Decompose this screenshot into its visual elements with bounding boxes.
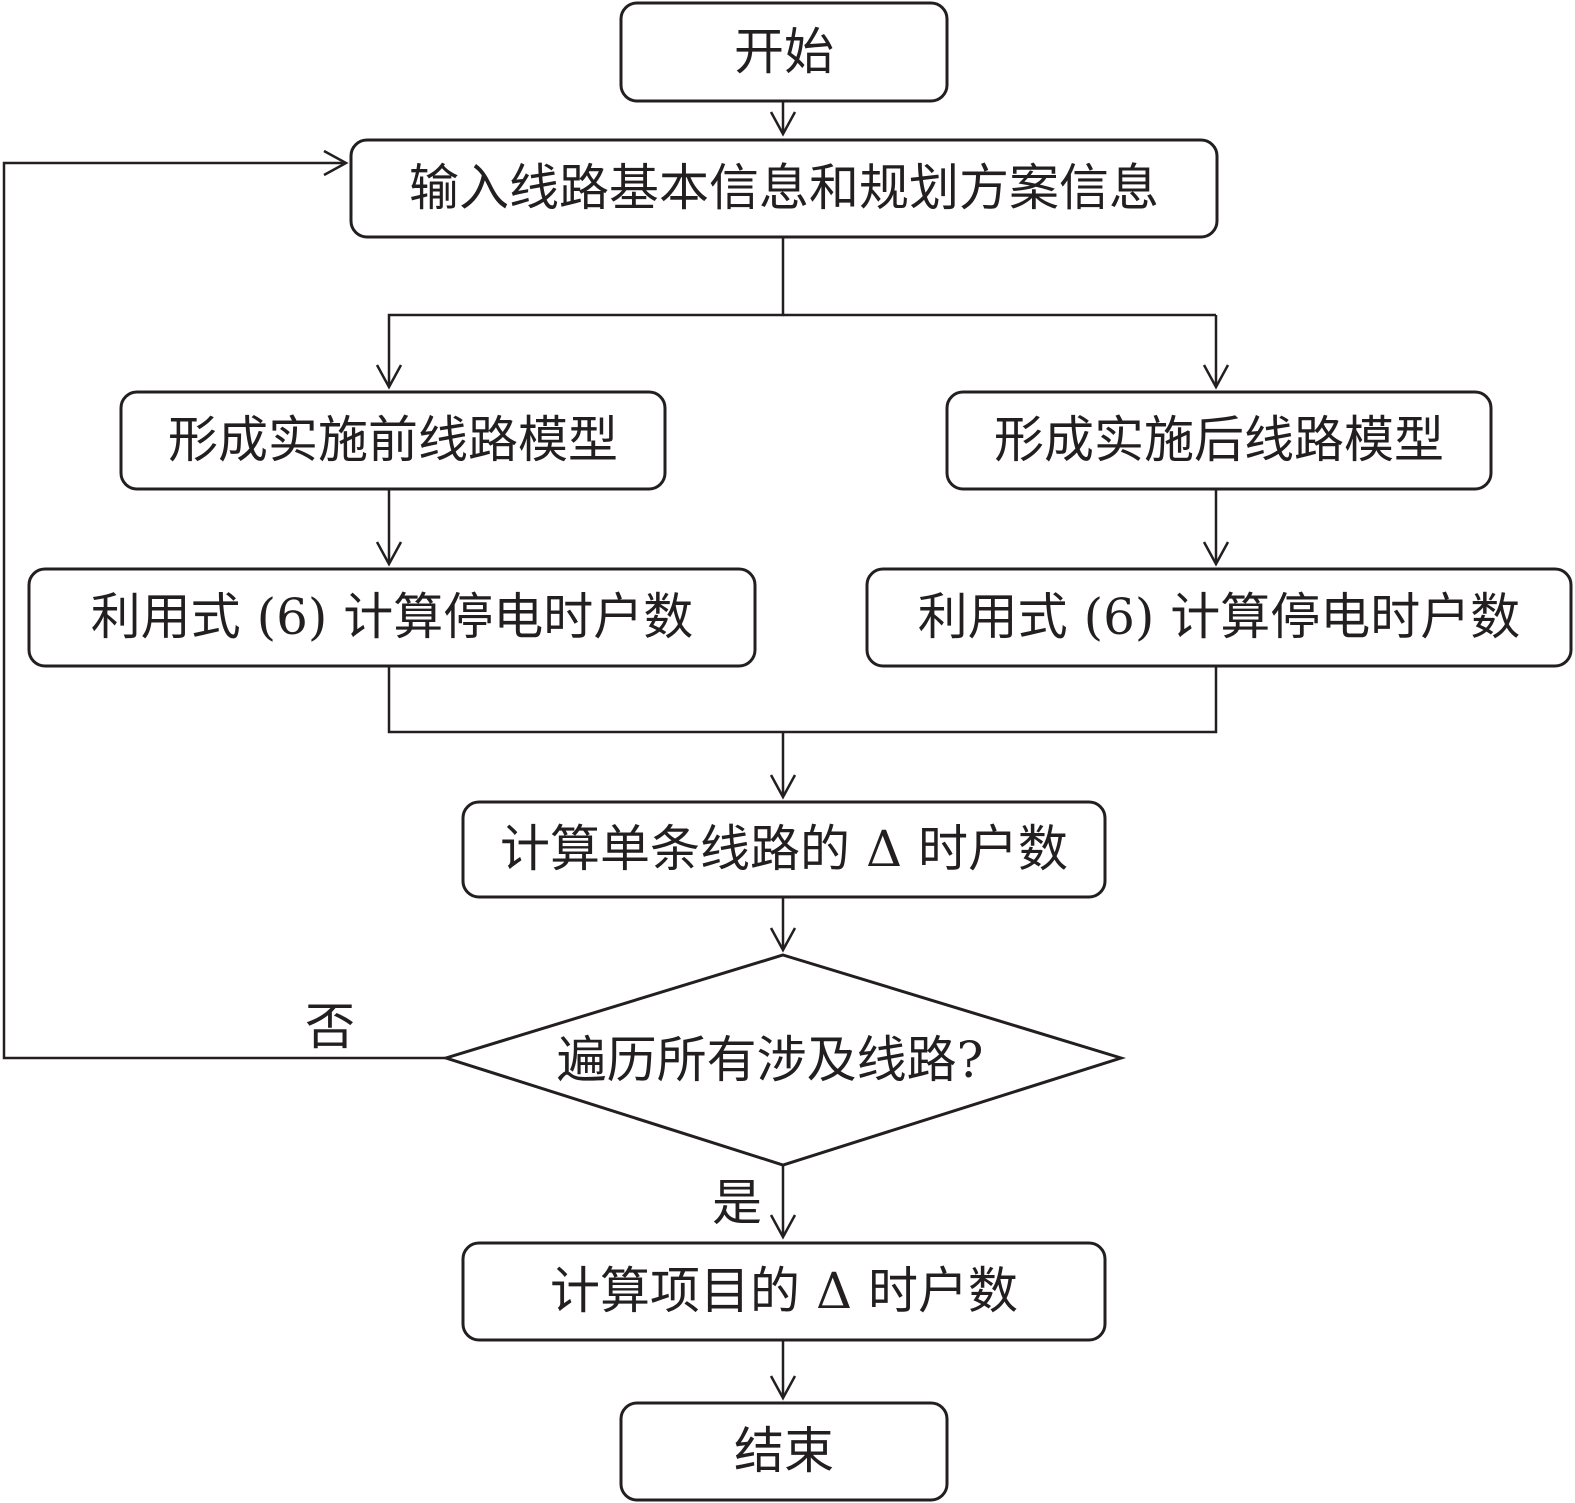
node-input-label: 输入线路基本信息和规划方案信息: [409, 159, 1159, 217]
node-calc-single-label: 计算单条线路的 Δ 时户数: [500, 820, 1068, 878]
arrowhead-calc-before: [375, 541, 403, 567]
node-decision: 遍历所有涉及线路?: [440, 953, 1127, 1167]
node-end-label: 结束: [734, 1422, 834, 1480]
edge-label-no: 否: [305, 998, 355, 1056]
arrowhead-calc-project: [769, 1214, 797, 1240]
node-calc-after-label: 利用式 (6) 计算停电时户数: [918, 588, 1521, 646]
node-calc-before: 利用式 (6) 计算停电时户数: [27, 567, 757, 668]
node-model-before-label: 形成实施前线路模型: [168, 411, 618, 469]
arrowhead-calc-single: [769, 774, 797, 800]
edge-loop-no: [2, 161, 446, 1060]
edge-merge: [387, 666, 1218, 734]
arrowhead-model-before: [375, 364, 403, 390]
node-model-after: 形成实施后线路模型: [945, 390, 1493, 491]
node-start-label: 开始: [734, 23, 834, 81]
arrowhead-decision: [769, 927, 797, 953]
node-calc-before-label: 利用式 (6) 计算停电时户数: [91, 588, 694, 646]
arrowhead-calc-after: [1202, 541, 1230, 567]
node-calc-project: 计算项目的 Δ 时户数: [461, 1241, 1107, 1342]
node-calc-project-label: 计算项目的 Δ 时户数: [550, 1262, 1018, 1320]
node-calc-single: 计算单条线路的 Δ 时户数: [461, 800, 1107, 899]
node-model-before: 形成实施前线路模型: [119, 390, 667, 491]
edge-label-yes: 是: [712, 1174, 762, 1232]
node-start: 开始: [619, 1, 949, 103]
edge-input-split: [387, 237, 785, 387]
edges: [2, 101, 1230, 1401]
arrowhead-loop-input: [323, 149, 349, 177]
arrowhead-end: [769, 1375, 797, 1401]
node-end: 结束: [619, 1401, 949, 1502]
arrowhead-input: [769, 111, 797, 137]
node-calc-after: 利用式 (6) 计算停电时户数: [865, 567, 1573, 668]
node-input: 输入线路基本信息和规划方案信息: [349, 138, 1219, 239]
node-decision-label: 遍历所有涉及线路?: [557, 1031, 984, 1089]
node-model-after-label: 形成实施后线路模型: [994, 411, 1444, 469]
arrowhead-model-after: [1202, 364, 1230, 390]
